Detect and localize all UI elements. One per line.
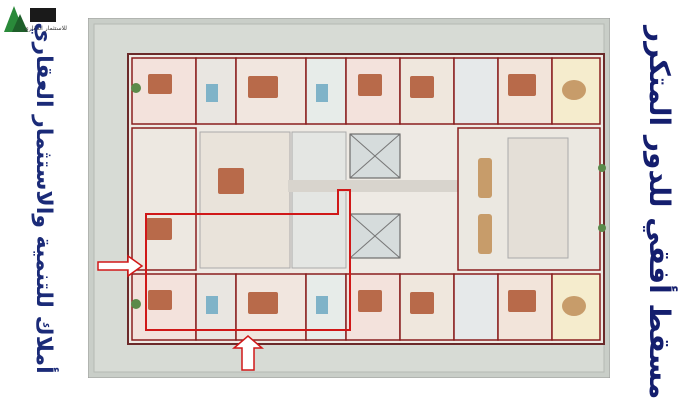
plants bbox=[131, 83, 606, 309]
highlighted-unit bbox=[145, 189, 351, 331]
furniture bbox=[146, 74, 536, 314]
logo-icon bbox=[4, 6, 56, 32]
company-title: أملاك للتنمية والاستثمار العقاري bbox=[31, 22, 56, 374]
floor-plan bbox=[88, 18, 610, 378]
entry-arrow-icon bbox=[97, 254, 265, 371]
tables bbox=[478, 80, 586, 316]
bath-fixtures bbox=[206, 84, 328, 314]
company-logo: للاستثمار العقاري bbox=[2, 2, 67, 38]
plan-title: مسقط أفقي للدور المتكرر bbox=[643, 26, 676, 400]
logo-tagline: للاستثمار العقاري bbox=[24, 25, 68, 32]
middle-band bbox=[131, 127, 601, 271]
